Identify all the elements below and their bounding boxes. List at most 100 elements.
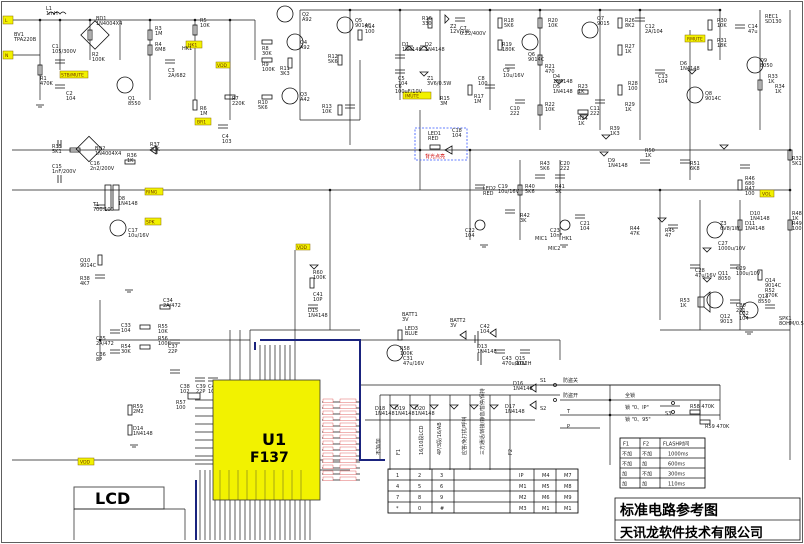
net-tag-vdd3: VDD	[80, 460, 91, 466]
resistor-r27	[617, 44, 623, 56]
lcd-label: LCD	[95, 489, 130, 508]
component-value: 1N4148	[745, 226, 765, 232]
component-label: MIC1	[535, 236, 547, 242]
component-label: Q12	[720, 314, 730, 320]
component-label: Q9	[760, 58, 767, 64]
title-block-title: 标准电路参考图	[619, 502, 718, 519]
keypad-note: F1	[396, 449, 402, 455]
data-bus	[195, 339, 385, 540]
inductor-l1	[47, 11, 67, 15]
keypad-key: 0	[418, 506, 421, 512]
component-value: 5K1	[52, 149, 62, 155]
resistor-r59b	[699, 419, 711, 425]
component-label: C33	[121, 323, 131, 329]
component-value: 104	[658, 79, 668, 85]
component-value: 100	[365, 29, 375, 35]
component-label: C43	[502, 356, 512, 362]
ic-pin-net	[339, 398, 357, 403]
component-value: 1K	[578, 121, 585, 127]
keypad-key: #	[440, 506, 444, 512]
ic-pin-net	[339, 434, 357, 439]
flash-header: F1	[623, 442, 629, 448]
keypad-key: IP	[519, 473, 524, 479]
net-tag-l: L	[5, 18, 8, 24]
component-label: R31	[717, 38, 727, 44]
resistor-r23	[577, 89, 589, 95]
ic-pin-net	[339, 476, 357, 481]
component-label: D11	[745, 221, 755, 227]
transistor-q1	[116, 76, 134, 94]
component-label: Q3	[300, 92, 307, 98]
component-label: C15	[52, 164, 62, 170]
crystal-y1	[187, 392, 201, 400]
component-label: Q14	[765, 278, 775, 284]
component-label: D8	[118, 196, 125, 202]
component-value: 9014C	[765, 283, 782, 289]
component-label: R20	[548, 18, 558, 24]
component-value: 1N4148	[680, 66, 700, 72]
resistor-r37	[124, 159, 136, 165]
component-value: 47u	[748, 29, 758, 35]
component-value: 8050	[718, 276, 731, 282]
component-label: C8	[478, 76, 485, 82]
resistor-r55	[139, 344, 151, 350]
switch-label-2: T	[566, 409, 571, 415]
resistor-r13	[337, 104, 343, 116]
component-value: BLUE	[405, 331, 418, 337]
component-label: R30	[717, 18, 727, 24]
component-label: R58	[400, 346, 410, 352]
ic-pin-marker	[322, 410, 334, 415]
component-label: R43	[540, 161, 550, 167]
component-value: 5K6	[328, 59, 338, 65]
component-label: R41	[555, 184, 565, 190]
component-label: Q13	[758, 294, 768, 300]
component-value: A92	[300, 45, 310, 51]
transistor-q13	[706, 291, 724, 309]
switch-label-3: P	[567, 424, 570, 430]
component-value: 8P	[96, 357, 102, 363]
component-label: C30	[736, 303, 746, 309]
speaker-icon	[697, 296, 705, 308]
component-label: R47	[745, 186, 755, 192]
component-label: Q8	[705, 91, 712, 97]
component-value: 47	[665, 233, 671, 239]
component-label: C34	[163, 298, 173, 304]
ic-pin-marker	[322, 398, 334, 403]
component-label: MIC2	[548, 246, 560, 252]
net-tag-spk: SPK	[146, 220, 156, 226]
component-label: R4	[155, 42, 162, 48]
component-value: 1N4148	[608, 163, 628, 169]
component-label: R34	[775, 84, 785, 90]
ic-pin-marker	[322, 434, 334, 439]
component-value: 1K	[625, 49, 632, 55]
component-label: D1	[402, 42, 409, 48]
component-value: 1N4004X4	[96, 21, 122, 27]
diodes	[75, 14, 729, 410]
component-label: R36	[127, 153, 137, 159]
resistor-r56	[159, 304, 171, 310]
component-label: C11	[590, 106, 600, 112]
resistor-r28	[617, 84, 623, 96]
component-value: 1N4148	[750, 216, 770, 222]
component-value: 5K6	[540, 166, 550, 172]
component-value: 100K	[400, 351, 414, 357]
resistor-r18	[497, 17, 503, 29]
component-label: Q1	[128, 96, 135, 102]
resistor-r51	[787, 219, 793, 231]
keypad-cell	[453, 479, 511, 492]
transistor-q3	[281, 87, 299, 105]
component-value: A42	[300, 97, 310, 103]
component-value: 8K2	[625, 23, 635, 29]
component-label: R51	[690, 161, 700, 167]
component-value: 1M	[155, 31, 163, 37]
flash-header: FLASH时间	[663, 441, 689, 448]
component-label: C16	[90, 161, 100, 167]
component-label: D16	[513, 381, 523, 387]
transistor-q4	[286, 33, 304, 51]
ic-pin-marker	[322, 440, 334, 445]
keypad-cell	[555, 501, 579, 514]
component-value: 222	[560, 166, 570, 172]
flash-value: 不加	[642, 471, 652, 478]
